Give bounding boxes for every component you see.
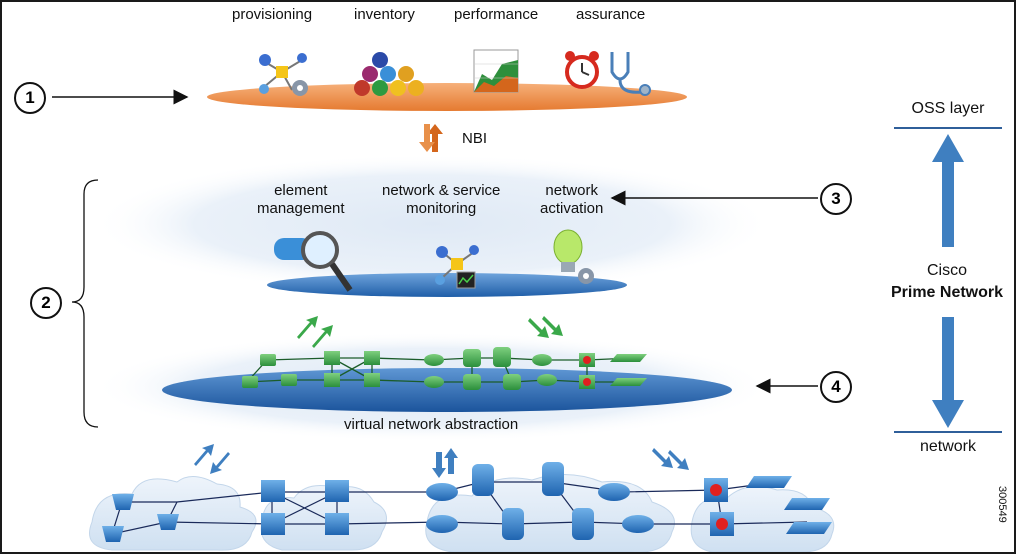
performance-label: performance: [454, 6, 539, 23]
lightbulb-icon: [553, 229, 594, 284]
inventory-icon: [354, 52, 424, 96]
network-label: network: [545, 182, 598, 199]
callout-2: 2: [30, 287, 62, 319]
network-activation-label: network activation: [540, 182, 603, 218]
management-plate: [267, 273, 627, 297]
upward-axis-arrow: [932, 134, 964, 247]
cisco-prime-network-label: Cisco Prime Network: [882, 260, 1012, 304]
right-green-double-arrow: [528, 316, 563, 338]
callout-3: 3: [820, 183, 852, 215]
inventory-label: inventory: [354, 6, 415, 23]
virtual-network-devices: [242, 347, 647, 390]
magnifier-icon: [274, 231, 353, 292]
activation-label: activation: [540, 200, 604, 217]
stethoscope-icon: [610, 52, 651, 96]
provisioning-icon: [259, 53, 308, 96]
left-green-double-arrow: [297, 316, 333, 348]
center-blue-double-arrow: [432, 448, 458, 478]
left-blue-double-arrow: [194, 444, 230, 474]
prime-network-label: Prime Network: [890, 284, 1004, 301]
abstraction-label: virtual network abstraction: [344, 416, 519, 433]
performance-chart-icon: [473, 49, 519, 93]
management-layer-halo: [92, 154, 772, 294]
network-service-label: network & service: [382, 182, 501, 199]
oss-layer-label: OSS layer: [911, 100, 985, 117]
assurance-label: assurance: [576, 6, 646, 23]
monitoring-label: monitoring: [406, 200, 477, 217]
right-blue-double-arrow: [652, 448, 689, 470]
element-management-label: element management: [257, 182, 345, 218]
element-label: element: [274, 182, 328, 199]
network-label: network: [919, 438, 977, 455]
management-label: management: [257, 200, 345, 217]
oss-bar: [207, 83, 687, 111]
layer-brace: [71, 179, 99, 428]
monitoring-topology-icon: [435, 245, 479, 289]
figure-id: 300549: [996, 486, 1008, 523]
alarm-clock-icon: [565, 51, 599, 89]
nbi-label: NBI: [462, 130, 488, 147]
cisco-label: Cisco: [926, 262, 967, 279]
downward-axis-arrow: [932, 317, 964, 428]
abstraction-plate: [162, 368, 732, 412]
callout-1: 1: [14, 82, 46, 114]
network-service-monitoring-label: network & service monitoring: [382, 182, 500, 218]
physical-devices: [102, 462, 832, 542]
provisioning-label: provisioning: [232, 6, 313, 23]
callout-4: 4: [820, 371, 852, 403]
nbi-arrows: [419, 124, 443, 152]
